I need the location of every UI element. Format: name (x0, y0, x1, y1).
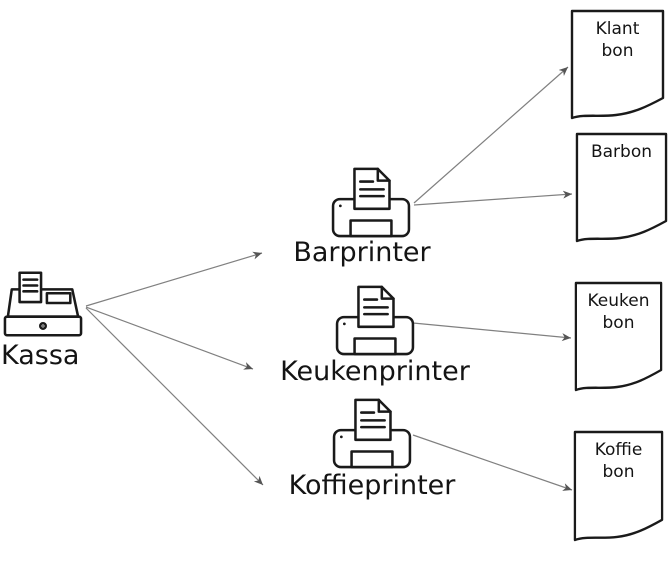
arrow-keukenprinter-to-keuken-bon (412, 322, 572, 342)
arrow-koffieprinter-to-koffie-bon (412, 434, 573, 491)
arrow-kassa-to-koffieprinter (85, 307, 264, 486)
label-barbon: Barbon (590, 142, 653, 162)
arrow-kassa-to-barprinter (85, 251, 263, 307)
node-kassa (3, 270, 83, 338)
label-keuken-bon: Keuken bon (587, 291, 650, 333)
label-keukenprinter: Keukenprinter (280, 356, 470, 387)
doc-klant-bon: Klant bon (570, 9, 665, 124)
printer-icon (331, 167, 411, 238)
label-koffieprinter: Koffieprinter (288, 470, 456, 501)
label-barprinter: Barprinter (293, 237, 431, 268)
label-klant-bon: Klant bon (595, 19, 640, 61)
arrow-kassa-to-keukenprinter (85, 306, 254, 370)
printer-icon (335, 285, 415, 356)
document-shape (575, 132, 668, 243)
document-shape (570, 9, 665, 120)
node-keukenprinter (335, 284, 415, 356)
cash-register-icon (3, 271, 83, 337)
doc-keuken-bon: Keuken bon (574, 281, 663, 396)
arrow-barprinter-to-klant-bon (413, 66, 569, 204)
printer-icon (332, 398, 412, 469)
document-shape (573, 430, 664, 542)
label-koffie-bon: Koffie bon (594, 440, 643, 482)
label-kassa: Kassa (1, 340, 80, 371)
node-barprinter (331, 166, 411, 238)
doc-koffie-bon: Koffie bon (573, 430, 664, 546)
document-shape (574, 281, 663, 392)
node-koffieprinter (332, 397, 412, 469)
doc-barbon: Barbon (575, 132, 668, 247)
arrow-barprinter-to-barbon (413, 190, 573, 206)
